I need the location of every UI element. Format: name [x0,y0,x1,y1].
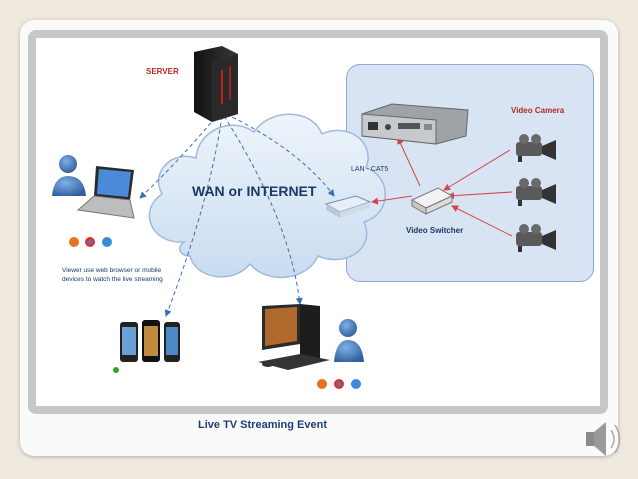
router-icon [324,195,372,218]
browser-icons-laptop [69,237,112,247]
browser-icons-desktop [317,379,361,389]
speaker-icon[interactable] [586,422,621,456]
video-switcher-label: Video Switcher [406,226,464,235]
laptop-icon [76,166,135,219]
video-camera-icon [516,134,556,162]
viewer-note: Viewer use web browser or mobile devices… [62,267,163,283]
person-icon [52,155,86,196]
video-camera-label: Video Camera [511,106,565,115]
cloud-icon [148,113,386,279]
firefox-icon [69,237,79,247]
internet-explorer-icon [351,379,361,389]
person-icon [334,319,364,362]
internet-explorer-icon [102,237,112,247]
wan-label: WAN or INTERNET [192,183,317,199]
slide-caption: Live TV Streaming Event [198,419,327,431]
video-camera-icon [516,224,556,252]
video-camera-icon [516,178,556,206]
mobile-phone-icon [120,320,180,362]
server-icon [194,46,238,122]
encoder-box-icon [361,103,469,145]
video-switcher-icon [410,187,454,215]
server-label: SERVER [146,67,179,76]
lan-label: LAN - CAT5 [351,166,389,173]
firefox-icon [317,379,327,389]
video-links [371,137,513,237]
chat-icon [113,367,119,373]
network-links [139,111,335,317]
desktop-computer-icon [258,304,330,370]
